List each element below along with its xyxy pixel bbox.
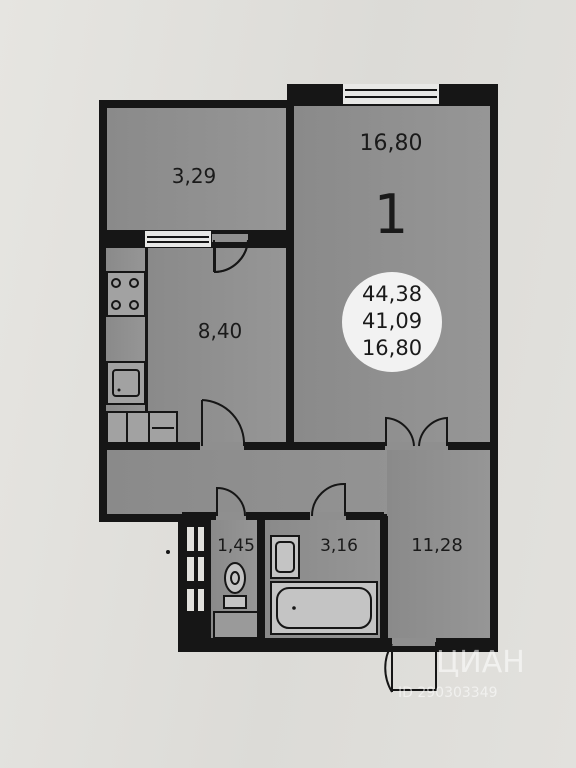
watermark-id: ID 290303349: [398, 685, 498, 701]
hall-area-label: 11,28: [411, 535, 463, 556]
window-kitchen: [145, 231, 211, 247]
plan-dot-mark: [166, 550, 170, 554]
toilet-area-label: 1,45: [217, 536, 255, 556]
kitchen-area-label: 8,40: [198, 319, 243, 343]
toilet-shelf: [213, 611, 259, 639]
room-floors: [106, 106, 490, 644]
washbasin: [270, 535, 300, 579]
stove: [106, 271, 146, 317]
window-top: [343, 84, 439, 104]
bathroom-area-label: 3,16: [320, 536, 358, 556]
kitchen-cabinets: [106, 411, 178, 445]
toilet-fixture: [223, 562, 247, 609]
storage-floor: [107, 108, 287, 230]
shaft-cells: [185, 525, 206, 613]
summary-badge: [342, 272, 442, 372]
total-area-label: 44,38: [362, 282, 422, 306]
doors: [200, 234, 448, 693]
living-area-label: 16,80: [360, 131, 423, 156]
storage-area-label: 3,29: [172, 164, 217, 188]
watermark: ЦИАН ID 290303349: [398, 645, 525, 701]
interior-walls: [100, 104, 494, 646]
hall-floor: [387, 450, 490, 644]
usable-area-label: 41,09: [362, 309, 422, 333]
living-area-summary-label: 16,80: [362, 336, 422, 360]
room-number-label: 1: [374, 183, 408, 246]
bathtub: [270, 581, 378, 635]
kitchen-sink: [106, 361, 146, 405]
watermark-brand: ЦИАН: [436, 645, 525, 680]
